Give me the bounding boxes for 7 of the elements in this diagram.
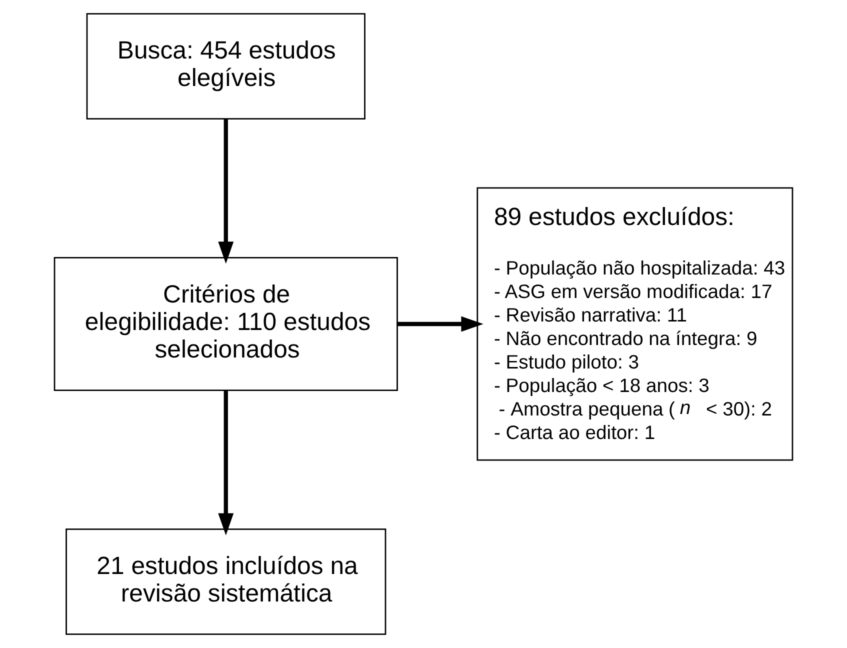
- node-box: Busca: 454 estudos elegíveis: [86, 13, 366, 120]
- arrow: [218, 119, 234, 264]
- arrow: [218, 390, 234, 536]
- arrow: [397, 316, 484, 332]
- node-box: 21 estudos incluídos na revisão sistemática: [66, 528, 386, 635]
- node-box: 89 estudos excluídos: - População não hospitalizada: 43 - ASG em versão modificada: 17 - Revisão narrativa: 11 - Não encontrado na íntegra: 9 - Estudo piloto: 3 - População < 18 anos: 3 - Amostra pequena (n < 30): 2 - Carta ao editor: 1: [476, 187, 794, 461]
- node-box: Critérios de elegibilidade: 110 estudos selecionados: [54, 256, 398, 392]
